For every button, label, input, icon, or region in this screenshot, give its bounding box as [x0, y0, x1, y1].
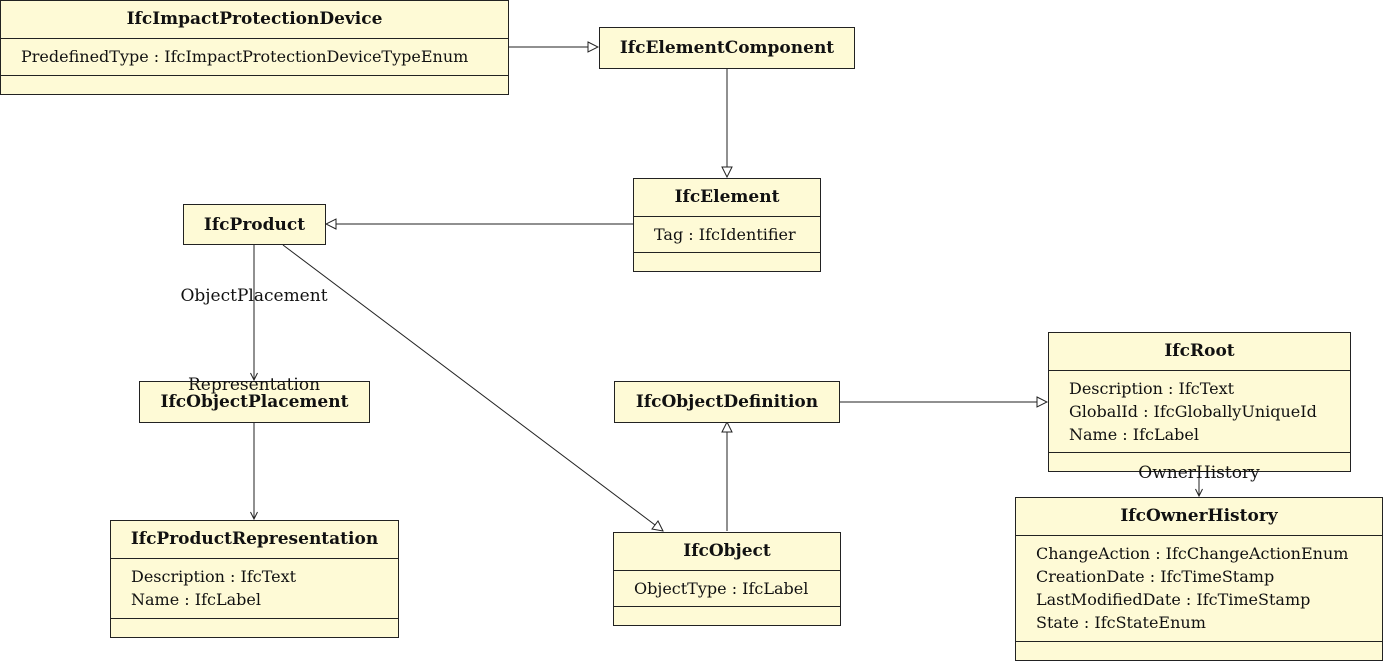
class-ifcimpactprotectiondevice[interactable]: IfcImpactProtectionDevice PredefinedType… — [0, 0, 509, 95]
attribute-list: ObjectType : IfcLabel — [614, 570, 840, 607]
generalization-product-to-object — [282, 244, 663, 531]
attribute-list: PredefinedType : IfcImpactProtectionDevi… — [1, 38, 508, 75]
class-name: IfcOwnerHistory — [1120, 506, 1278, 526]
association-label-representation: Representation — [187, 375, 321, 395]
operation-compartment — [111, 618, 398, 637]
attribute-description: Description : IfcText — [131, 567, 297, 586]
association-label-objectplacement: ObjectPlacement — [180, 286, 328, 306]
class-ifcelement[interactable]: IfcElement Tag : IfcIdentifier — [633, 178, 821, 272]
class-name: IfcObjectPlacement — [160, 392, 349, 412]
attribute-list: Description : IfcText Name : IfcLabel — [111, 558, 398, 618]
class-ifcelementcomponent[interactable]: IfcElementComponent — [599, 27, 855, 69]
operation-compartment — [1049, 452, 1350, 471]
class-name: IfcProductRepresentation — [130, 529, 379, 549]
attribute-list: Tag : IfcIdentifier — [634, 216, 820, 253]
class-ifcroot[interactable]: IfcRoot Description : IfcText GlobalId :… — [1048, 332, 1351, 472]
operation-compartment — [634, 252, 820, 271]
class-name: IfcObject — [683, 541, 771, 561]
class-ifcownerhistory[interactable]: IfcOwnerHistory ChangeAction : IfcChange… — [1015, 497, 1383, 661]
class-ifcproductrepresentation[interactable]: IfcProductRepresentation Description : I… — [110, 520, 399, 638]
association-label-ownerhistory: OwnerHistory — [1138, 463, 1260, 483]
class-name: IfcObjectDefinition — [635, 392, 819, 412]
attribute-creationdate: CreationDate : IfcTimeStamp — [1036, 567, 1275, 586]
attribute-tag: Tag : IfcIdentifier — [654, 225, 796, 244]
class-name: IfcElementComponent — [619, 38, 835, 58]
operation-compartment — [1016, 641, 1382, 660]
class-ifcobjectplacement[interactable]: IfcObjectPlacement — [139, 381, 370, 423]
operation-compartment — [614, 606, 840, 625]
attribute-objecttype: ObjectType : IfcLabel — [634, 579, 809, 598]
class-name: IfcProduct — [203, 214, 306, 235]
class-ifcobject[interactable]: IfcObject ObjectType : IfcLabel — [613, 532, 841, 626]
attribute-list: Description : IfcText GlobalId : IfcGlob… — [1049, 370, 1350, 453]
class-name: IfcImpactProtectionDevice — [126, 9, 383, 29]
class-ifcproduct[interactable]: IfcProduct — [183, 204, 326, 245]
class-name: IfcElement — [674, 187, 780, 207]
attribute-state: State : IfcStateEnum — [1036, 613, 1206, 632]
operation-compartment — [1, 75, 508, 94]
class-name: IfcRoot — [1164, 341, 1235, 361]
attribute-changeaction: ChangeAction : IfcChangeActionEnum — [1036, 544, 1349, 563]
attribute-description: Description : IfcText — [1069, 379, 1235, 398]
attribute-lastmodifieddate: LastModifiedDate : IfcTimeStamp — [1036, 590, 1311, 609]
attribute-globalid: GlobalId : IfcGloballyUniqueId — [1069, 402, 1317, 421]
attribute-name: Name : IfcLabel — [1069, 425, 1199, 444]
attribute-predefinedtype: PredefinedType : IfcImpactProtectionDevi… — [21, 47, 469, 66]
attribute-name: Name : IfcLabel — [131, 590, 261, 609]
attribute-list: ChangeAction : IfcChangeActionEnum Creat… — [1016, 535, 1382, 641]
class-ifcobjectdefinition[interactable]: IfcObjectDefinition — [614, 381, 840, 423]
